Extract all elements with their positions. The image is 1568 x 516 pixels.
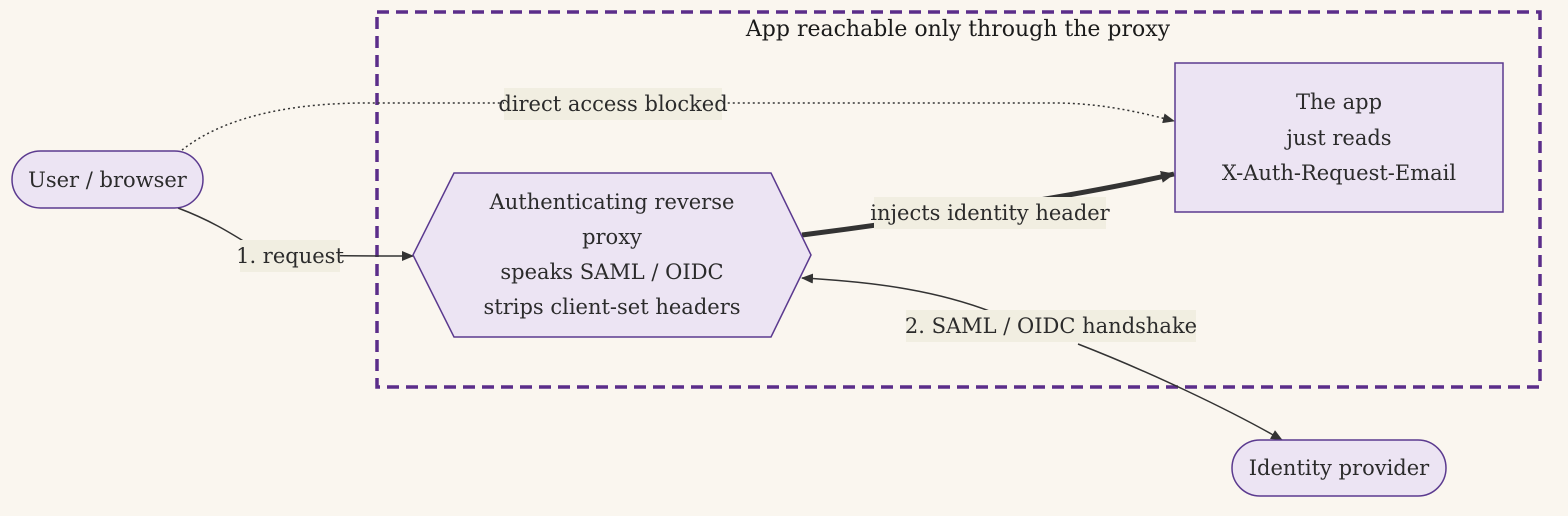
svg-text:strips client-set headers: strips client-set headers xyxy=(483,295,740,319)
svg-text:2. SAML / OIDC handshake: 2. SAML / OIDC handshake xyxy=(905,314,1197,338)
svg-text:X-Auth-Request-Email: X-Auth-Request-Email xyxy=(1222,161,1456,185)
node-identity-provider: Identity provider xyxy=(1231,439,1447,497)
svg-text:User / browser: User / browser xyxy=(28,168,188,192)
proxy-cluster: App reachable only through the proxy xyxy=(375,10,1542,389)
svg-text:The app: The app xyxy=(1296,90,1382,114)
svg-text:Authenticating reverse: Authenticating reverse xyxy=(489,190,735,214)
svg-text:just reads: just reads xyxy=(1283,126,1391,150)
svg-text:proxy: proxy xyxy=(582,225,642,249)
svg-text:speaks SAML / OIDC: speaks SAML / OIDC xyxy=(500,260,723,284)
cluster-title: App reachable only through the proxy xyxy=(745,17,1171,42)
svg-text:Identity provider: Identity provider xyxy=(1249,456,1430,480)
label-direct-access: direct access blocked xyxy=(498,88,728,120)
label-handshake: 2. SAML / OIDC handshake xyxy=(905,310,1197,342)
node-auth-proxy: Authenticating reverse proxy speaks SAML… xyxy=(412,172,812,338)
node-the-app: The app just reads X-Auth-Request-Email xyxy=(1174,62,1504,213)
edge-direct-access xyxy=(181,102,1175,151)
svg-text:1. request: 1. request xyxy=(236,244,344,268)
edge-handshake-to-proxy xyxy=(801,273,993,313)
node-user-browser: User / browser xyxy=(11,150,204,209)
svg-text:injects identity header: injects identity header xyxy=(870,201,1110,225)
label-request: 1. request xyxy=(236,240,344,272)
edge-labels: 1. request direct access blocked injects… xyxy=(236,88,1197,342)
label-inject-header: injects identity header xyxy=(870,197,1111,229)
svg-text:direct access blocked: direct access blocked xyxy=(498,92,727,116)
edge-handshake-to-idp xyxy=(1077,343,1283,441)
cluster-border xyxy=(375,10,1542,389)
